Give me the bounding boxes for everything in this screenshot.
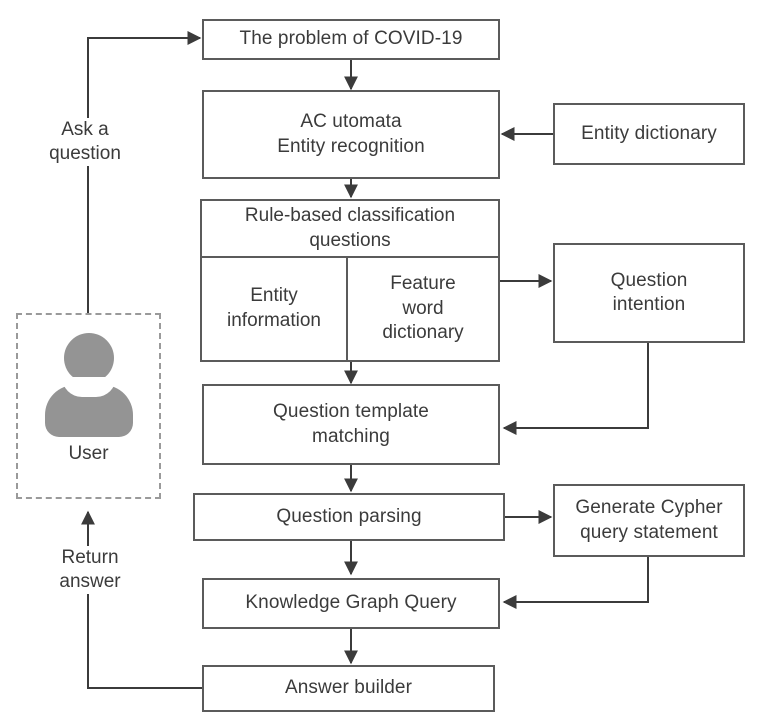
edge-label-return-answer: Return answer <box>32 546 148 594</box>
node-rule-based-classification-questions[interactable]: Rule-based classification questions <box>202 201 498 258</box>
node-question-intention[interactable]: Question intention <box>553 243 745 343</box>
edge-intention-to-template <box>502 343 649 435</box>
edge-answer-to-user <box>81 510 202 689</box>
node-ac-automata-entity-recognition[interactable]: AC utomata Entity recognition <box>202 90 500 179</box>
node-answer-builder[interactable]: Answer builder <box>202 665 495 712</box>
edge-label-ask-a-question: Ask a question <box>24 118 146 166</box>
rule-based-subcells: Entity information Feature word dictiona… <box>202 258 498 360</box>
node-entity-dictionary[interactable]: Entity dictionary <box>553 103 745 165</box>
node-problem-of-covid19[interactable]: The problem of COVID-19 <box>202 19 500 60</box>
node-knowledge-graph-query[interactable]: Knowledge Graph Query <box>202 578 500 629</box>
edge-user-to-problem <box>87 31 202 313</box>
node-rule-based-classification-group: Rule-based classification questions Enti… <box>200 199 500 362</box>
node-user[interactable]: User <box>16 313 161 499</box>
node-feature-word-dictionary[interactable]: Feature word dictionary <box>382 272 464 344</box>
node-question-parsing[interactable]: Question parsing <box>193 493 505 541</box>
edge-cypher-to-kgquery <box>502 557 649 609</box>
user-avatar-icon <box>41 333 137 437</box>
node-entity-information[interactable]: Entity information <box>202 258 348 360</box>
node-generate-cypher-query-statement[interactable]: Generate Cypher query statement <box>553 484 745 557</box>
node-question-template-matching[interactable]: Question template matching <box>202 384 500 465</box>
user-label: User <box>68 443 109 464</box>
